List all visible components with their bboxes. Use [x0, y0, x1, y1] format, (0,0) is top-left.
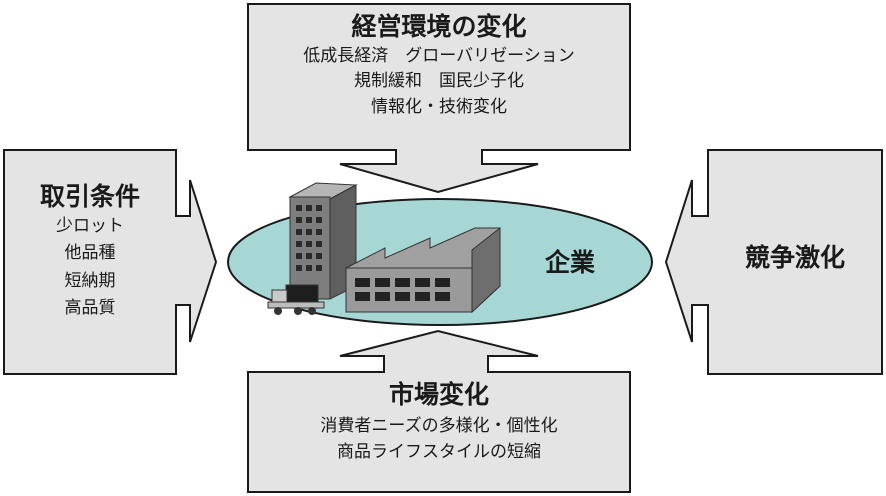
bottom-box-arrow — [247, 329, 631, 493]
top-box-line: 規制緩和 国民少子化 — [354, 71, 524, 92]
bottom-box-title: 市場変化 — [388, 380, 489, 409]
right-box-text: 競争激化 — [708, 243, 882, 273]
left-box-line: 他品種 — [64, 243, 116, 264]
office-building-icon — [288, 182, 358, 300]
left-box-title: 取引条件 — [39, 182, 140, 211]
bottom-box-line: 商品ライフスタイルの短縮 — [337, 442, 541, 463]
truck-icon — [267, 284, 325, 315]
top-box-text: 経営環境の変化 低成長経済 グローバリゼーション 規制緩和 国民少子化 情報化・… — [248, 12, 630, 117]
bottom-box-line: 消費者ニーズの多様化・個性化 — [320, 416, 558, 436]
bottom-box-text: 市場変化 消費者ニーズの多様化・個性化 商品ライフスタイルの短縮 — [248, 380, 630, 463]
company-label: 企業 — [544, 248, 595, 277]
company-label-wrap: 企業 — [528, 248, 612, 278]
factory-icon — [345, 226, 501, 314]
left-box-arrow — [3, 149, 218, 375]
left-box-text: 取引条件 少ロット 他品種 短納期 高品質 — [4, 182, 176, 319]
right-box-title: 競争激化 — [744, 243, 845, 272]
right-box-arrow — [664, 149, 883, 375]
top-box-line: 低成長経済 グローバリゼーション — [303, 46, 575, 66]
top-box-title: 経営環境の変化 — [351, 12, 527, 41]
left-box-line: 高品質 — [64, 298, 116, 319]
top-box-arrow — [247, 3, 631, 194]
left-box-line: 短納期 — [64, 270, 116, 291]
top-box-line: 情報化・技術変化 — [371, 96, 507, 117]
left-box-line: 少ロット — [56, 216, 124, 236]
